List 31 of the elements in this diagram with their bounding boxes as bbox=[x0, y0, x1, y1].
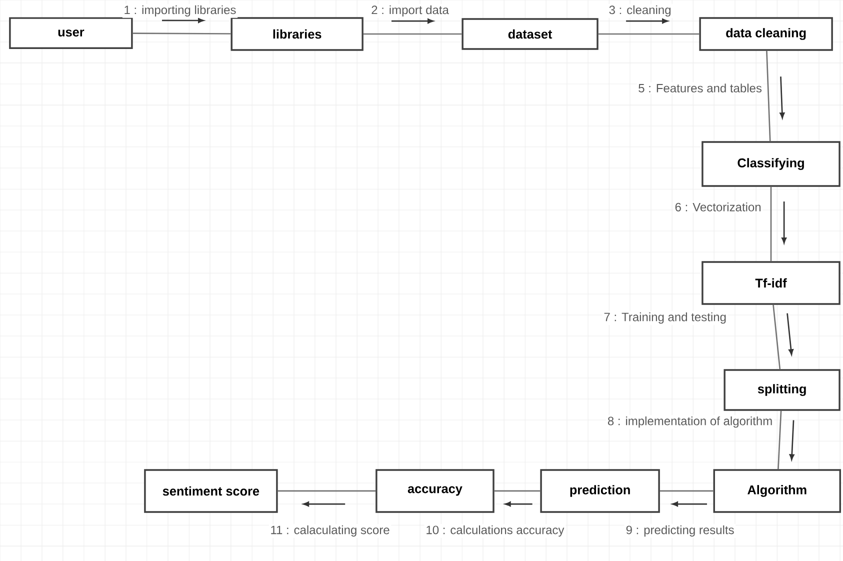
object-box: data cleaning bbox=[699, 17, 833, 51]
object-box: user bbox=[9, 17, 133, 49]
message-label: 3 : cleaning bbox=[607, 4, 673, 18]
message-label: 2 : import data bbox=[370, 4, 450, 18]
link-line bbox=[770, 186, 772, 262]
link-line bbox=[766, 50, 771, 142]
link-line bbox=[660, 490, 714, 492]
link-line bbox=[363, 33, 462, 35]
link-line bbox=[598, 33, 700, 35]
message-label: 11 : calaculating score bbox=[268, 524, 392, 538]
object-box: dataset bbox=[462, 18, 598, 50]
message-label: 7 : Training and testing bbox=[602, 311, 728, 325]
object-box: libraries bbox=[230, 17, 364, 51]
link-line bbox=[494, 490, 540, 492]
object-box: prediction bbox=[540, 469, 660, 513]
link-line bbox=[778, 410, 782, 470]
link-line bbox=[278, 490, 376, 492]
object-box: sentiment score bbox=[144, 469, 278, 513]
object-box: splitting bbox=[724, 369, 840, 411]
message-label: 5 : Features and tables bbox=[636, 82, 764, 94]
message-label: 1 : importing libraries bbox=[122, 4, 238, 18]
object-box: Classifying bbox=[702, 141, 840, 187]
link-line bbox=[772, 304, 781, 370]
message-label: 10 : calculations accuracy bbox=[424, 524, 566, 538]
message-label: 6 : Vectorization bbox=[673, 201, 763, 213]
message-label: 8 : implementation of algorithm bbox=[606, 415, 774, 429]
object-box: Algorithm bbox=[713, 469, 841, 513]
link-line bbox=[132, 32, 231, 34]
object-box: accuracy bbox=[376, 469, 494, 513]
message-label: 9 : predicting results bbox=[624, 524, 736, 538]
object-box: Tf-idf bbox=[702, 261, 840, 305]
